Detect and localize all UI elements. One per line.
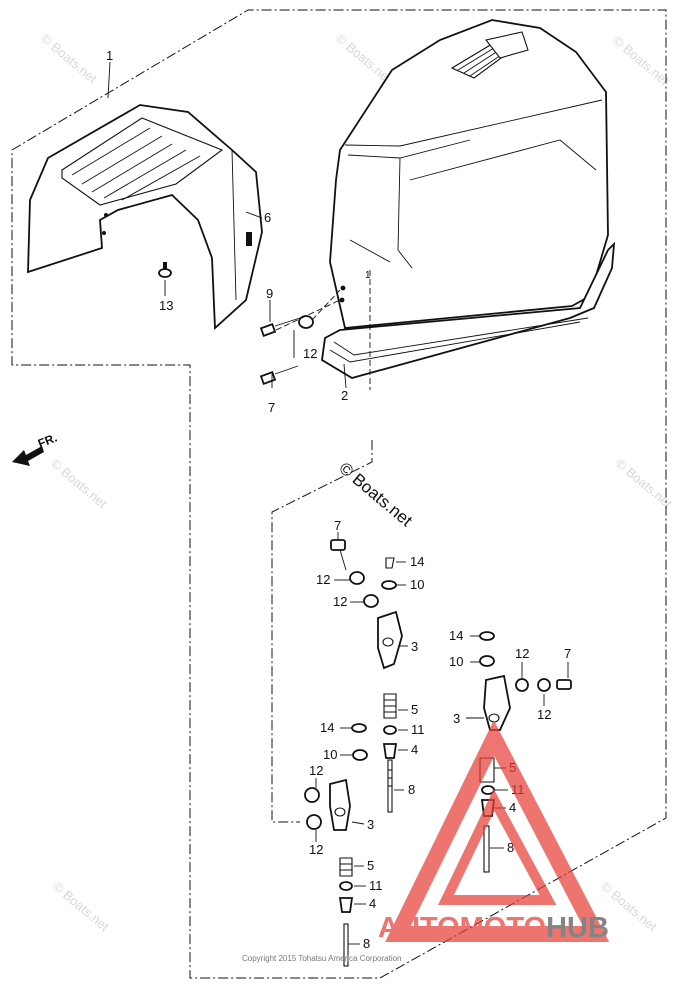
assembly-frame (11, 9, 667, 979)
callout-12: 12 (537, 707, 551, 722)
callout-10: 10 (449, 654, 463, 669)
brand-part-auto: AUTO (378, 912, 460, 944)
callout-14: 14 (410, 554, 424, 569)
callout-leaders (107, 61, 569, 945)
top-cowl-part-1 (329, 19, 609, 329)
callout-4: 4 (369, 896, 376, 911)
brand-part-hub: HUB (546, 912, 609, 944)
callout-12: 12 (515, 646, 529, 661)
callout-1: 1 (106, 48, 113, 63)
callout-6: 6 (264, 210, 271, 225)
watermark-text: © Boats.net (48, 456, 110, 512)
callout-3: 3 (453, 711, 460, 726)
callout-10: 10 (410, 577, 424, 592)
callout-5: 5 (411, 702, 418, 717)
callout-1: 1 (365, 270, 371, 281)
watermark-text: © Boats.net (38, 31, 100, 87)
callout-11: 11 (411, 722, 425, 737)
callout-3: 3 (367, 817, 374, 832)
brand-wordmark: AUTOMOTOHUB (378, 912, 609, 944)
callout-12: 12 (309, 763, 323, 778)
callout-2: 2 (341, 388, 348, 403)
callout-13: 13 (159, 298, 173, 313)
callout-11: 11 (369, 878, 383, 893)
callout-12: 12 (303, 346, 317, 361)
watermark-text: © Boats.net (50, 879, 112, 935)
front-direction-arrow: FR. (12, 431, 59, 466)
callout-7: 7 (334, 518, 341, 533)
center-watermark: © Boats.net (335, 459, 416, 531)
callout-14: 14 (320, 720, 334, 735)
callout-5: 5 (367, 858, 374, 873)
latch-assembly-middle (304, 723, 368, 967)
callout-4: 4 (411, 742, 418, 757)
brand-logo: AUTOMOTOHUB (378, 720, 610, 944)
latch-assembly-left (330, 539, 403, 813)
cowl-fasteners (259, 270, 371, 390)
callout-14: 14 (449, 628, 463, 643)
callout-labels: 1 6 13 9 12 7 2 1 7 12 14 10 12 3 5 11 4… (106, 48, 571, 951)
brand-part-moto: MOTO (460, 912, 546, 944)
copyright-notice: Copyright 2015 Tohatsu America Corporati… (242, 954, 402, 963)
callout-4: 4 (509, 800, 516, 815)
callout-9: 9 (266, 286, 273, 301)
callout-8: 8 (408, 782, 415, 797)
callout-12: 12 (333, 594, 347, 609)
inner-cover-part-6 (27, 104, 263, 330)
callout-7: 7 (564, 646, 571, 661)
callout-12: 12 (309, 842, 323, 857)
callout-8: 8 (507, 840, 514, 855)
latch-group-frame (271, 440, 373, 823)
callout-7: 7 (268, 400, 275, 415)
front-marker-label: FR. (36, 431, 59, 451)
screw-part-13 (158, 262, 172, 278)
seal-part-2 (321, 241, 616, 379)
watermark-text: © Boats.net (610, 33, 672, 89)
callout-10: 10 (323, 747, 337, 762)
callout-8: 8 (363, 936, 370, 951)
callout-3: 3 (411, 639, 418, 654)
callout-12: 12 (316, 572, 330, 587)
